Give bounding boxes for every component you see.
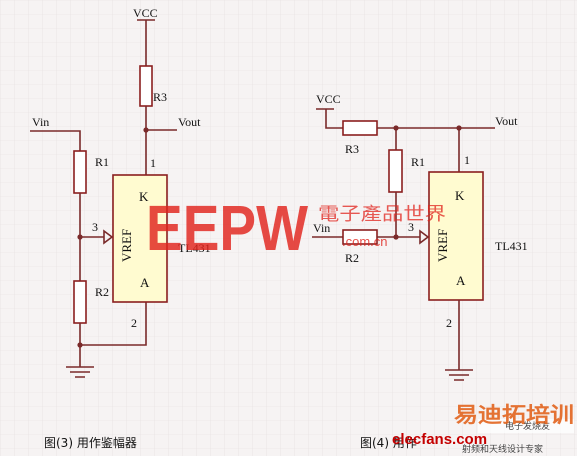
- eepw-url-text: .com.cn: [342, 234, 388, 249]
- left-vin-label: Vin: [32, 115, 49, 129]
- right-vin-label: Vin: [313, 221, 330, 235]
- bottom-training-logo: 易迪拓培训: [454, 403, 574, 427]
- elecfans-badge-bg: [478, 419, 574, 433]
- left-circuit: VCC R3 Vout 1 Vin R1 3 R2 2 K A VREF TL4…: [30, 6, 211, 450]
- left-r2-resistor: [73, 280, 87, 324]
- left-caption: 图(3) 用作鉴幅器: [44, 435, 137, 450]
- left-pin3-label: 3: [92, 220, 98, 234]
- left-ground-symbol: [66, 345, 94, 378]
- left-vout-junction: [143, 127, 149, 133]
- left-chip-a-label: A: [140, 275, 150, 290]
- right-ref-arrow: [419, 229, 430, 245]
- eepw-chinese-text: 電子產品世界: [318, 204, 446, 225]
- left-chip-name: TL431: [178, 241, 211, 255]
- left-vout-label: Vout: [178, 115, 201, 129]
- left-chip-k-label: K: [139, 189, 149, 204]
- left-r3-label: R3: [153, 90, 167, 104]
- right-vout-label: Vout: [495, 114, 518, 128]
- left-tl431-chip: [112, 174, 168, 303]
- left-r1-resistor: [73, 150, 87, 194]
- left-ref-arrow: [103, 229, 114, 245]
- right-vcc-wire: [316, 108, 343, 129]
- left-r3-resistor: [139, 65, 153, 107]
- right-chip-vref-label: VREF: [435, 229, 450, 262]
- left-chip-vref-label: VREF: [119, 229, 134, 262]
- elecfans-logo-text: elecfans.com: [392, 431, 487, 448]
- right-caption: 图(4) 用作: [360, 436, 417, 450]
- left-r2-label: R2: [95, 285, 109, 299]
- left-ground-wire: [79, 302, 147, 346]
- left-vcc-label: VCC: [133, 6, 158, 20]
- right-r3-resistor: [342, 120, 378, 136]
- right-ground-symbol: [445, 300, 473, 381]
- left-r1-label: R1: [95, 155, 109, 169]
- watermarks: EEPW 電子產品世界 .com.cn elecfans.com 电子发烧友 易…: [146, 192, 574, 455]
- right-pin2-label: 2: [446, 316, 452, 330]
- right-pin1-label: 1: [464, 153, 470, 167]
- right-r3-label: R3: [345, 142, 359, 156]
- eepw-logo-text: EEPW: [146, 192, 309, 264]
- right-vcc-label: VCC: [316, 92, 341, 106]
- left-pin1-label: 1: [150, 156, 156, 170]
- right-circuit: VCC R3 Vout 1 R1 Vin R2 3 K A VREF TL431…: [312, 92, 528, 450]
- bottom-training-slogan: 射频和天线设计专家: [462, 443, 543, 455]
- left-vin-wire: [30, 130, 81, 151]
- right-r1-label: R1: [411, 155, 425, 169]
- left-vcc-wire: [137, 19, 155, 66]
- right-chip-a-label: A: [456, 273, 466, 288]
- right-chip-name: TL431: [495, 239, 528, 253]
- right-r2-label: R2: [345, 251, 359, 265]
- right-tl431-chip: [428, 171, 484, 301]
- right-r1-resistor: [388, 149, 403, 193]
- elecfans-chinese-text: 电子发烧友: [505, 420, 550, 432]
- right-chip-k-label: K: [455, 188, 465, 203]
- right-pin3-label: 3: [408, 220, 414, 234]
- left-pin2-label: 2: [131, 316, 137, 330]
